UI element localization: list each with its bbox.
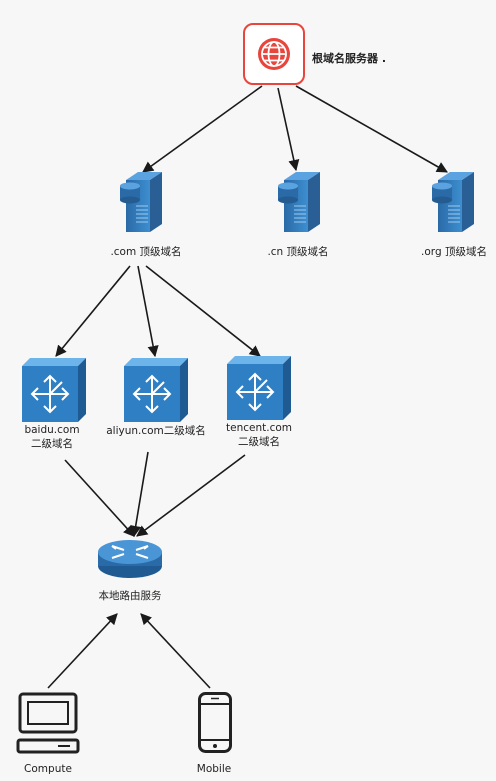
second-level-label-tencent: tencent.com 二级域名	[226, 421, 292, 449]
tld-label-cn: .cn 顶级域名	[267, 246, 329, 258]
router-icon	[98, 540, 162, 578]
edge-com-to-aliyun	[137, 265, 159, 358]
edge-computer-to-router	[47, 613, 118, 689]
server-icon	[278, 172, 320, 232]
switch-icon	[227, 356, 291, 420]
edge-aliyun-to-router	[130, 451, 149, 538]
second-level-label-baidu: baidu.com 二级域名	[24, 423, 79, 451]
edge-root-to-org	[295, 85, 448, 173]
server-icon	[120, 172, 162, 232]
switch-icon	[22, 358, 86, 422]
second-level-name: aliyun.com二级域名	[106, 425, 206, 437]
server-icon	[432, 172, 474, 232]
second-level-label-aliyun: aliyun.com二级域名	[106, 424, 206, 438]
second-level-type: 二级域名	[238, 436, 280, 448]
globe-icon	[243, 23, 305, 85]
mobile-phone-icon	[198, 692, 232, 753]
switch-icon	[124, 358, 188, 422]
edge-root-to-com	[142, 85, 263, 173]
edge-baidu-to-router	[64, 459, 135, 537]
edge-com-to-tencent	[145, 265, 261, 357]
second-level-name: tencent.com	[226, 422, 292, 434]
edge-com-to-baidu	[55, 265, 131, 357]
router-label: 本地路由服务	[98, 590, 162, 602]
edge-mobile-to-router	[140, 613, 211, 689]
second-level-name: baidu.com	[24, 424, 80, 436]
computer-icon	[16, 692, 80, 754]
edge-tencent-to-router	[136, 454, 246, 537]
tld-label-com: .com 顶级域名	[110, 246, 182, 258]
edge-root-to-cn	[277, 87, 300, 172]
edges	[47, 85, 448, 689]
mobile-label: Mobile	[196, 763, 232, 775]
computer-label: Compute	[24, 763, 72, 775]
second-level-type: 二级域名	[30, 438, 73, 450]
tld-label-org: .org 顶级域名	[421, 246, 487, 258]
root-server-label: 根域名服务器 .	[312, 52, 387, 65]
